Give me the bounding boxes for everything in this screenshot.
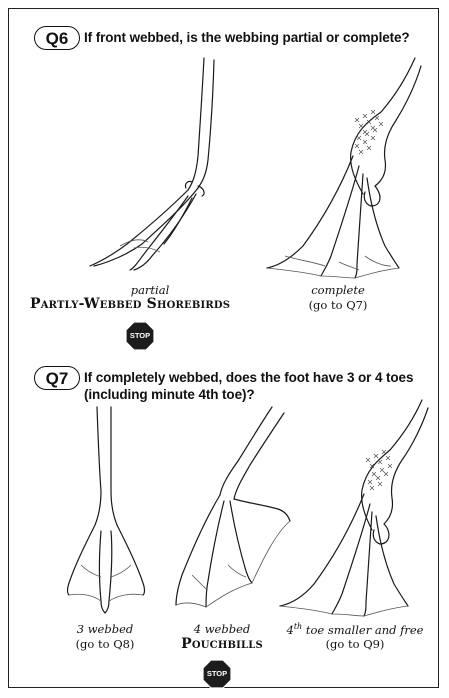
partial-caption: partial bbox=[100, 283, 200, 297]
go-to-q7-note: (go to Q7) bbox=[288, 298, 388, 312]
fourth-toe-caption: 4th toe smaller and free bbox=[280, 622, 430, 637]
q7-number-badge: Q7 bbox=[34, 366, 80, 390]
q7-question-line2: (including minute 4th toe)? bbox=[84, 387, 255, 403]
stop-sign-label: STOP bbox=[202, 659, 232, 689]
stop-sign-icon: STOP bbox=[202, 659, 232, 689]
fourth-toe-caption-number: 4 bbox=[287, 623, 294, 637]
pouchbills-label: Pouchbills bbox=[162, 636, 282, 652]
complete-caption: complete bbox=[288, 283, 388, 297]
stop-sign-label: STOP bbox=[125, 321, 155, 351]
fourth-toe-free-foot-illustration bbox=[272, 398, 432, 620]
stop-sign-icon: STOP bbox=[125, 321, 155, 351]
complete-webbed-foot-illustration bbox=[255, 56, 425, 281]
four-webbed-caption: 4 webbed bbox=[172, 622, 272, 636]
go-to-q8-note: (go to Q8) bbox=[60, 637, 150, 651]
partial-webbed-foot-illustration bbox=[80, 56, 230, 276]
fourth-toe-caption-rest: toe smaller and free bbox=[302, 623, 423, 637]
q6-question: If front webbed, is the webbing partial … bbox=[84, 30, 410, 46]
fourth-toe-caption-sup: th bbox=[294, 622, 302, 631]
go-to-q9-note: (go to Q9) bbox=[300, 637, 410, 651]
three-webbed-foot-illustration bbox=[55, 405, 165, 620]
three-webbed-caption: 3 webbed bbox=[60, 622, 150, 636]
q6-number-badge: Q6 bbox=[34, 26, 80, 50]
partly-webbed-shorebirds-label: Partly-Webbed Shorebirds bbox=[30, 296, 230, 312]
q7-question-line1: If completely webbed, does the foot have… bbox=[84, 370, 413, 386]
